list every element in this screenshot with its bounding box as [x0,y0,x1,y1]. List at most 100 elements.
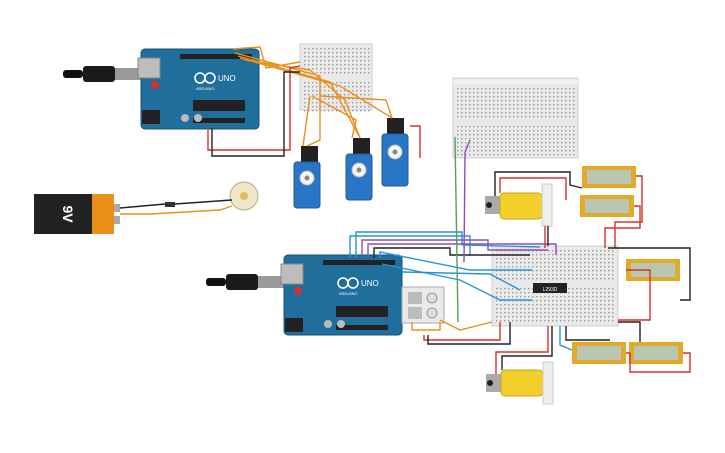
breadboard-hole [584,296,586,298]
breadboard-hole [608,292,610,294]
breadboard-hole [328,102,330,104]
breadboard-hole [360,102,362,104]
breadboard-top-right[interactable] [452,77,579,159]
breadboard-hole [569,146,571,148]
breadboard-hole [509,104,511,106]
lcd-module-1[interactable] [582,166,636,188]
relay-module[interactable] [401,286,445,324]
breadboard-hole [573,134,575,136]
breadboard-hole [545,134,547,136]
breadboard-hole [344,106,346,108]
breadboard-hole [505,108,507,110]
breadboard-hole [521,96,523,98]
breadboard-hole [509,150,511,152]
breadboard-hole [512,308,514,310]
breadboard-hole [517,126,519,128]
breadboard-hole [516,308,518,310]
breadboard-hole [544,270,546,272]
breadboard-hole [356,56,358,58]
breadboard-hole [493,134,495,136]
breadboard-hole [364,82,366,84]
gear-motor-top[interactable] [485,183,553,227]
breadboard-hole [368,102,370,104]
breadboard-hole [529,88,531,90]
breadboard-hole [340,72,342,74]
breadboard-hole [316,72,318,74]
breadboard-hole [592,250,594,252]
breadboard-hole [552,304,554,306]
breadboard-hole [517,146,519,148]
breadboard-hole [360,110,362,112]
breadboard-hole [481,138,483,140]
breadboard-hole [364,52,366,54]
breadboard-hole [573,116,575,118]
breadboard-hole [461,112,463,114]
breadboard-hole [528,320,530,322]
arduino-uno-bottom[interactable]: UNO ARDUINO [280,254,403,336]
breadboard-hole [596,316,598,318]
breadboard-hole [344,102,346,104]
breadboard-hole [332,110,334,112]
breadboard-hole [573,96,575,98]
breadboard-hole [592,320,594,322]
breadboard-hole [481,126,483,128]
lcd-module-4[interactable] [572,342,626,364]
breadboard-hole [368,48,370,50]
lcd-module-5[interactable] [629,342,683,364]
breadboard-hole [516,278,518,280]
breadboard-hole [608,316,610,318]
breadboard-hole [316,82,318,84]
breadboard-hole [553,142,555,144]
breadboard-hole [612,274,614,276]
switch[interactable] [165,202,175,207]
breadboard-hole [552,270,554,272]
servo-motor-1[interactable] [293,146,321,209]
breadboard-hole [320,52,322,54]
breadboard-hole [568,274,570,276]
breadboard-hole [525,126,527,128]
breadboard-hole [580,266,582,268]
gear-motor-bottom[interactable] [486,361,554,405]
breadboard-hole [504,262,506,264]
servo-motor-2[interactable] [345,138,373,201]
breadboard-hole [588,308,590,310]
dc-motor[interactable] [229,181,259,211]
breadboard-hole [600,304,602,306]
battery-9v[interactable]: 9V [34,194,120,234]
breadboard-hole [556,304,558,306]
lcd-module-2[interactable] [580,195,634,217]
breadboard-hole [517,130,519,132]
breadboard-hole [356,106,358,108]
breadboard-hole [473,112,475,114]
breadboard-hole [509,126,511,128]
breadboard-hole [344,60,346,62]
arduino-logo-icon [337,277,359,289]
breadboard-hole [513,108,515,110]
breadboard-hole [340,52,342,54]
lcd-module-3[interactable] [626,259,680,281]
breadboard-hole [465,92,467,94]
breadboard-hole [580,262,582,264]
motor-driver-ic[interactable]: L293D [533,283,567,293]
breadboard-hole [513,88,515,90]
breadboard-hole [544,296,546,298]
servo-motor-3[interactable] [381,118,409,187]
breadboard-hole [580,288,582,290]
breadboard-hole [304,106,306,108]
breadboard-hole [541,142,543,144]
breadboard-hole [473,142,475,144]
breadboard-hole [569,130,571,132]
breadboard-hole [312,94,314,96]
breadboard-hole [520,316,522,318]
breadboard-hole [496,300,498,302]
arduino-uno-top[interactable]: UNO ARDUINO [137,48,260,130]
breadboard-hole [336,102,338,104]
breadboard-hole [344,82,346,84]
breadboard-hole [584,270,586,272]
breadboard-hole [608,262,610,264]
breadboard-hole [500,308,502,310]
breadboard-hole [368,64,370,66]
breadboard-hole [328,64,330,66]
breadboard-hole [557,96,559,98]
breadboard-hole [541,146,543,148]
